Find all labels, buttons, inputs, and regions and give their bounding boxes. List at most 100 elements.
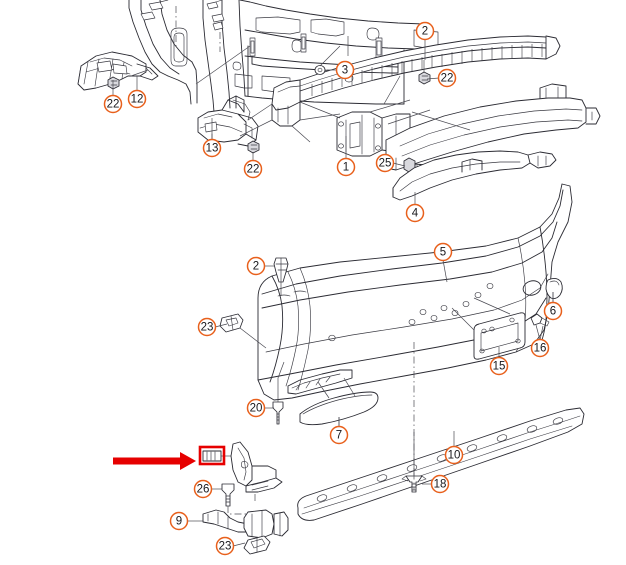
callout-circle-5[interactable]: [433, 242, 453, 262]
callout-leader-5: [442, 259, 448, 283]
callout-13[interactable]: 13: [202, 130, 222, 158]
callout-circle-26[interactable]: [193, 479, 213, 499]
callout-circle-23[interactable]: [197, 317, 217, 337]
callout-3[interactable]: 3: [327, 60, 355, 80]
part-26-fixing-screw: [221, 483, 248, 515]
callout-label-18: 18: [434, 479, 447, 491]
callout-circle-12[interactable]: [127, 89, 147, 109]
callout-circle-18[interactable]: [430, 474, 450, 494]
callout-22[interactable]: 22: [103, 84, 123, 114]
callout-12[interactable]: 12: [127, 76, 147, 109]
callout-label-7: 7: [336, 430, 342, 442]
bumper-side-retainer-bracket: [230, 441, 283, 502]
callout-2[interactable]: 2: [246, 256, 275, 276]
part-9-sensor-harness-bracket: [202, 509, 289, 544]
callout-circle-15[interactable]: [489, 356, 509, 376]
callout-label-12: 12: [131, 94, 144, 106]
callout-circle-3[interactable]: [335, 60, 355, 80]
pointer-arrow-head: [180, 452, 196, 470]
callout-circle-2[interactable]: [415, 21, 435, 41]
callout-label-20: 20: [250, 403, 263, 415]
callout-label-4: 4: [412, 208, 419, 220]
part-4-lower-absorber-beam: [392, 150, 557, 201]
part-16-plate-screw: [530, 313, 550, 341]
callout-circle-22[interactable]: [437, 68, 457, 88]
callout-leader-16: [539, 325, 544, 341]
part-1-bumper-mounting-bracket: [336, 111, 411, 157]
callout-23[interactable]: 23: [215, 536, 246, 556]
callout-label-15: 15: [493, 361, 506, 373]
part-13-center-bracket: [197, 95, 259, 147]
callout-18[interactable]: 18: [422, 474, 450, 494]
callout-label-23: 23: [201, 322, 214, 334]
callout-circle-2[interactable]: [246, 256, 266, 276]
part-23b-speed-nut-clip: [243, 535, 271, 555]
part-2b-expanding-rivet-clip: [273, 257, 289, 296]
callout-6[interactable]: 6: [543, 292, 563, 321]
callout-leader-23: [232, 542, 246, 547]
callout-circle-25[interactable]: [375, 153, 395, 173]
part-20-cover-screw: [272, 361, 285, 425]
callout-circle-22[interactable]: [243, 159, 263, 179]
callout-label-16: 16: [534, 343, 547, 355]
callout-23[interactable]: 23: [197, 317, 228, 337]
callout-label-2: 2: [422, 26, 428, 38]
callout-15[interactable]: 15: [489, 347, 509, 376]
callout-20[interactable]: 20: [246, 398, 275, 418]
selection-highlight: [113, 445, 226, 470]
callout-label-6: 6: [550, 306, 556, 318]
part-15-license-plate-bracket: [451, 297, 526, 360]
part-2-cross-member-beam: [385, 83, 601, 171]
part-12-side-bracket: [77, 51, 159, 91]
part-22c-hex-nut: [418, 71, 431, 85]
callout-circle-10[interactable]: [444, 445, 464, 465]
assembly-connection-leaders: [112, 36, 471, 490]
callout-leader-23: [214, 323, 228, 328]
callout-22[interactable]: 22: [426, 68, 457, 88]
callout-circle-16[interactable]: [530, 338, 550, 358]
callout-label-23: 23: [219, 541, 232, 553]
callout-label-2: 2: [253, 261, 259, 273]
callout-22[interactable]: 22: [243, 152, 263, 179]
callout-10[interactable]: 10: [444, 431, 464, 465]
callout-label-13: 13: [206, 143, 219, 155]
callout-label-22: 22: [441, 73, 454, 85]
callout-label-1: 1: [343, 162, 349, 174]
callout-2[interactable]: 2: [415, 21, 435, 61]
callout-circle-9[interactable]: [169, 511, 189, 531]
callout-label-5: 5: [440, 247, 446, 259]
callout-leader-25: [392, 162, 406, 167]
callout-5[interactable]: 5: [433, 242, 453, 283]
callout-circle-7[interactable]: [329, 425, 349, 445]
highlight-box: [198, 445, 226, 466]
callout-1[interactable]: 1: [336, 136, 356, 177]
callout-label-9: 9: [176, 516, 182, 528]
callout-16[interactable]: 16: [530, 325, 550, 358]
callout-circle-6[interactable]: [543, 301, 563, 321]
part-3-washer: [314, 65, 326, 75]
callout-label-22: 22: [247, 164, 260, 176]
callout-circle-13[interactable]: [202, 138, 222, 158]
callout-26[interactable]: 26: [193, 479, 223, 499]
part-22b-hex-nut: [247, 140, 260, 154]
callout-label-3: 3: [342, 65, 348, 77]
highlighted-clip-part: [202, 450, 233, 462]
part-22a-hex-nut: [107, 76, 120, 90]
callout-label-25: 25: [379, 158, 392, 170]
callout-circle-23[interactable]: [215, 536, 235, 556]
callout-7[interactable]: 7: [329, 417, 349, 445]
callout-9[interactable]: 9: [169, 511, 204, 531]
callout-label-22: 22: [107, 99, 120, 111]
callout-circle-4[interactable]: [405, 203, 425, 223]
callout-leader-22: [426, 77, 440, 80]
callout-circle-1[interactable]: [336, 157, 356, 177]
callout-circle-22[interactable]: [103, 94, 123, 114]
callout-label-10: 10: [448, 450, 461, 462]
part-2a-upper-absorber-beam: [271, 35, 561, 127]
callout-25[interactable]: 25: [375, 153, 406, 173]
callout-4[interactable]: 4: [405, 192, 425, 223]
callout-circle-20[interactable]: [246, 398, 266, 418]
part-10-lower-trim-spoiler: [297, 407, 585, 521]
